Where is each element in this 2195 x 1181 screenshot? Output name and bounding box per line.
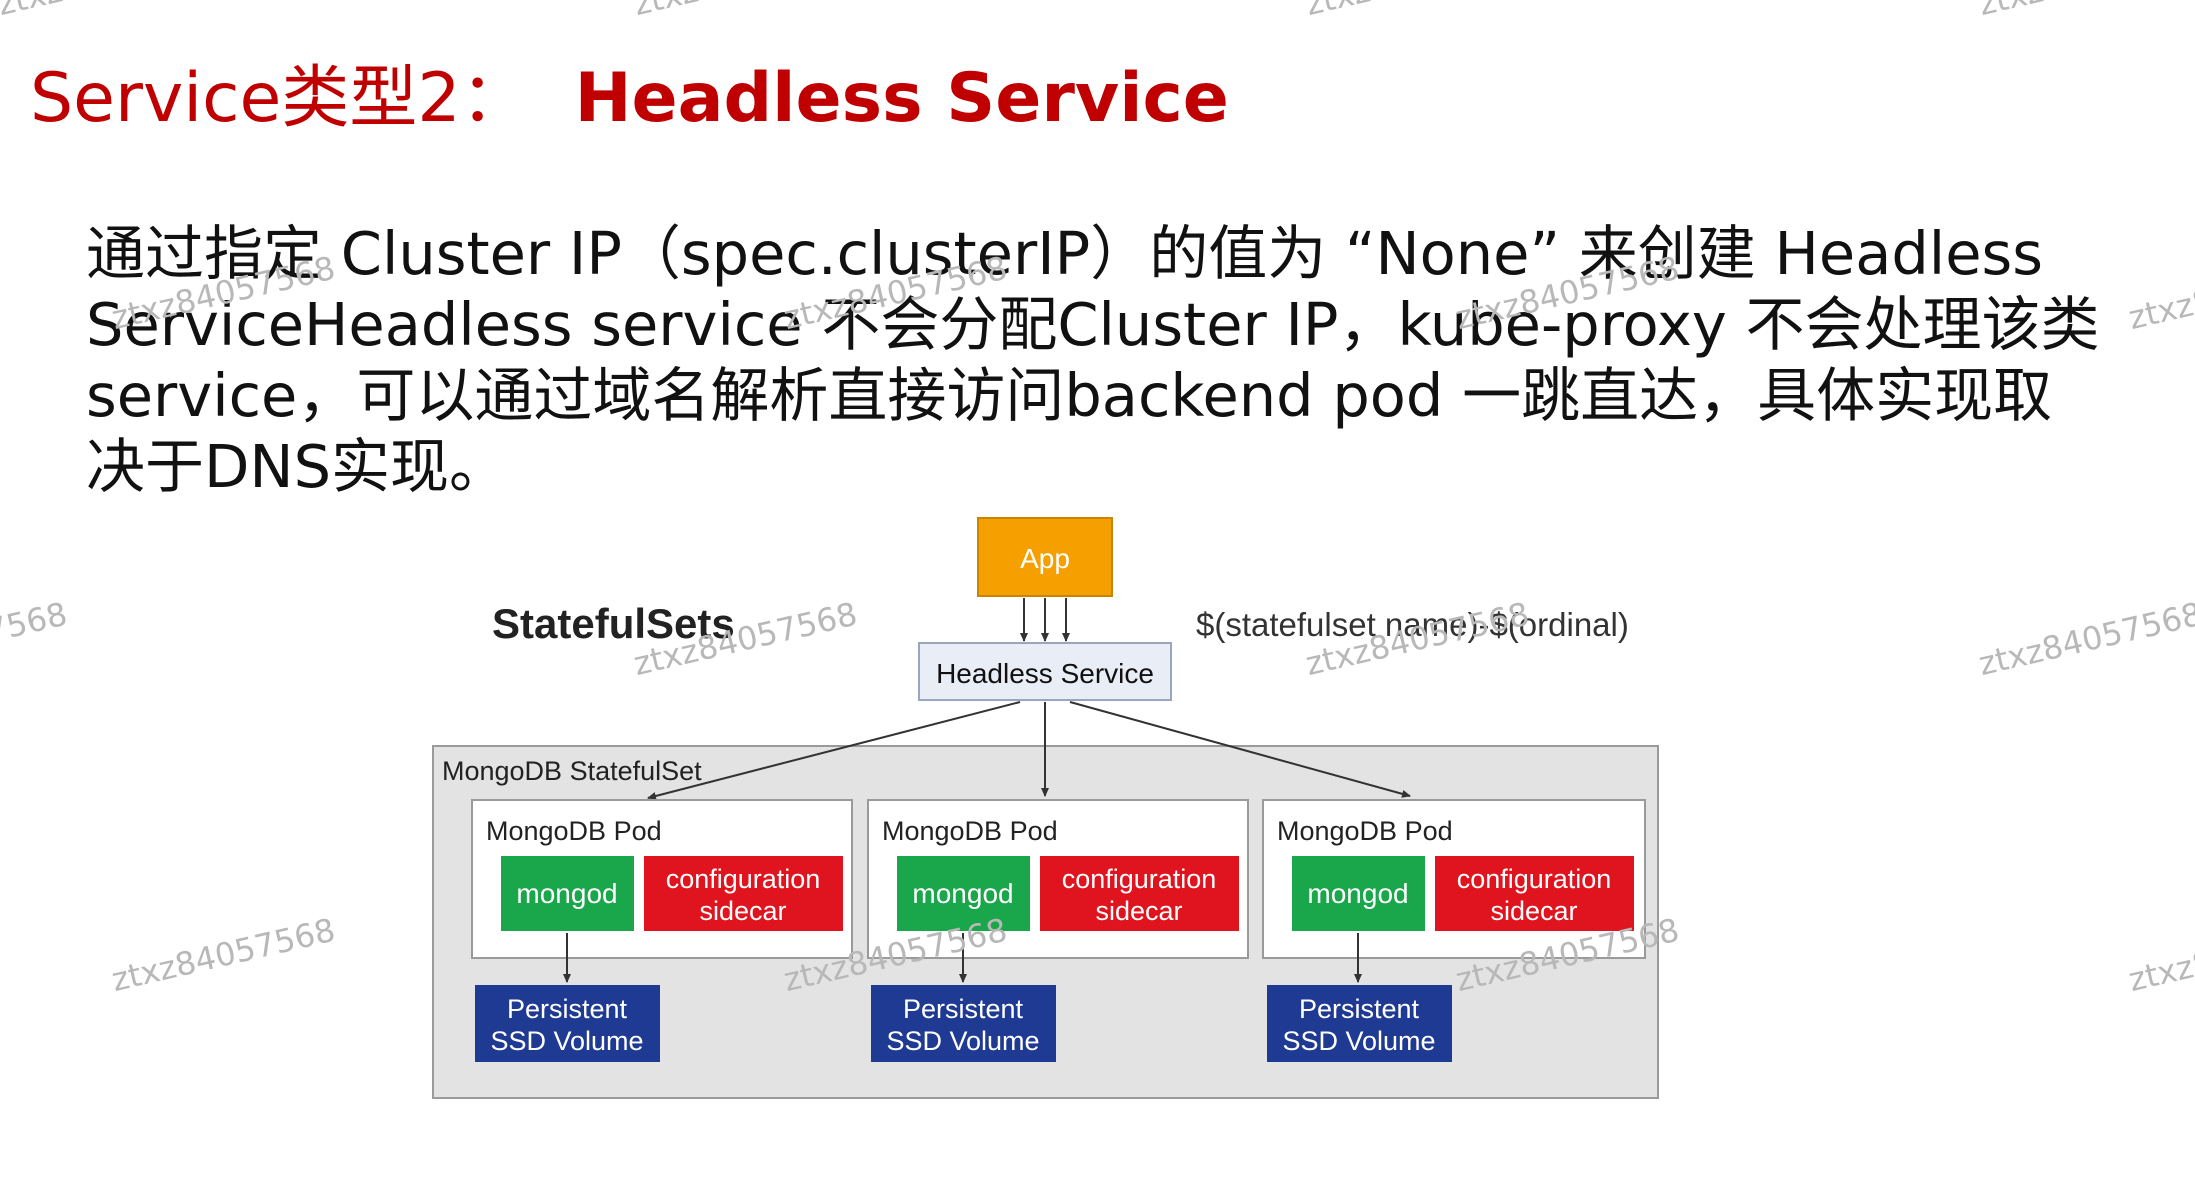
app-box bbox=[977, 517, 1113, 597]
mongod-label: mongod bbox=[1307, 878, 1408, 909]
paragraph-line: 决于DNS实现。 bbox=[86, 432, 509, 501]
volume-label-line1: Persistent bbox=[507, 994, 628, 1024]
paragraph-line: ServiceHeadless service 不会分配Cluster IP，k… bbox=[86, 290, 2100, 359]
sidecar-container bbox=[1040, 856, 1239, 931]
sidecar-label-line2: sidecar bbox=[1490, 896, 1577, 926]
description-paragraph: 通过指定 Cluster IP（spec.clusterIP）的值为 “None… bbox=[86, 218, 2136, 502]
mongod-container bbox=[897, 856, 1030, 931]
sidecar-label-line1: configuration bbox=[1457, 864, 1612, 894]
pod-title: MongoDB Pod bbox=[1277, 816, 1453, 846]
headless-service-label: Headless Service bbox=[936, 658, 1154, 689]
persistent-volume bbox=[871, 985, 1056, 1062]
mongodb-pod: MongoDB Pod mongod configuration sidecar… bbox=[1262, 799, 1646, 1062]
headless-service-box bbox=[918, 642, 1172, 701]
mongodb-pod: MongoDB Pod mongod configuration sidecar… bbox=[471, 799, 853, 1062]
app-label: App bbox=[1020, 543, 1070, 574]
mongod-container bbox=[1292, 856, 1425, 931]
diagram-heading: StatefulSets bbox=[492, 600, 735, 647]
volume-label-line2: SSD Volume bbox=[886, 1026, 1039, 1056]
persistent-volume bbox=[475, 985, 660, 1062]
sidecar-container bbox=[644, 856, 843, 931]
naming-note: $(statefulset name)-$(ordinal) bbox=[1196, 606, 1629, 643]
service-arrow bbox=[647, 701, 1021, 800]
volume-label-line1: Persistent bbox=[903, 994, 1024, 1024]
sidecar-label-line2: sidecar bbox=[699, 896, 786, 926]
volume-label-line1: Persistent bbox=[1299, 994, 1420, 1024]
persistent-volume bbox=[1267, 985, 1452, 1062]
volume-label-line2: SSD Volume bbox=[490, 1026, 643, 1056]
volume-label-line2: SSD Volume bbox=[1282, 1026, 1435, 1056]
pod-title: MongoDB Pod bbox=[882, 816, 1058, 846]
service-arrow bbox=[1069, 701, 1411, 798]
paragraph-line: service，可以通过域名解析直接访问backend pod 一跳直达，具体实… bbox=[86, 361, 2053, 430]
mongod-label: mongod bbox=[912, 878, 1013, 909]
sidecar-container bbox=[1435, 856, 1634, 931]
paragraph-line: 通过指定 Cluster IP（spec.clusterIP）的值为 “None… bbox=[86, 219, 2043, 288]
sidecar-label-line1: configuration bbox=[666, 864, 821, 894]
pod-title: MongoDB Pod bbox=[486, 816, 662, 846]
page-title: Service类型2： Headless Service bbox=[30, 42, 1229, 141]
sidecar-label-line2: sidecar bbox=[1095, 896, 1182, 926]
title-prefix: Service类型2： bbox=[30, 59, 529, 138]
mongodb-pod: MongoDB Pod mongod configuration sidecar… bbox=[867, 799, 1249, 1062]
title-bold: Headless Service bbox=[574, 59, 1229, 138]
statefulset-label: MongoDB StatefulSet bbox=[442, 756, 702, 786]
sidecar-label-line1: configuration bbox=[1062, 864, 1217, 894]
mongod-label: mongod bbox=[516, 878, 617, 909]
mongod-container bbox=[501, 856, 634, 931]
